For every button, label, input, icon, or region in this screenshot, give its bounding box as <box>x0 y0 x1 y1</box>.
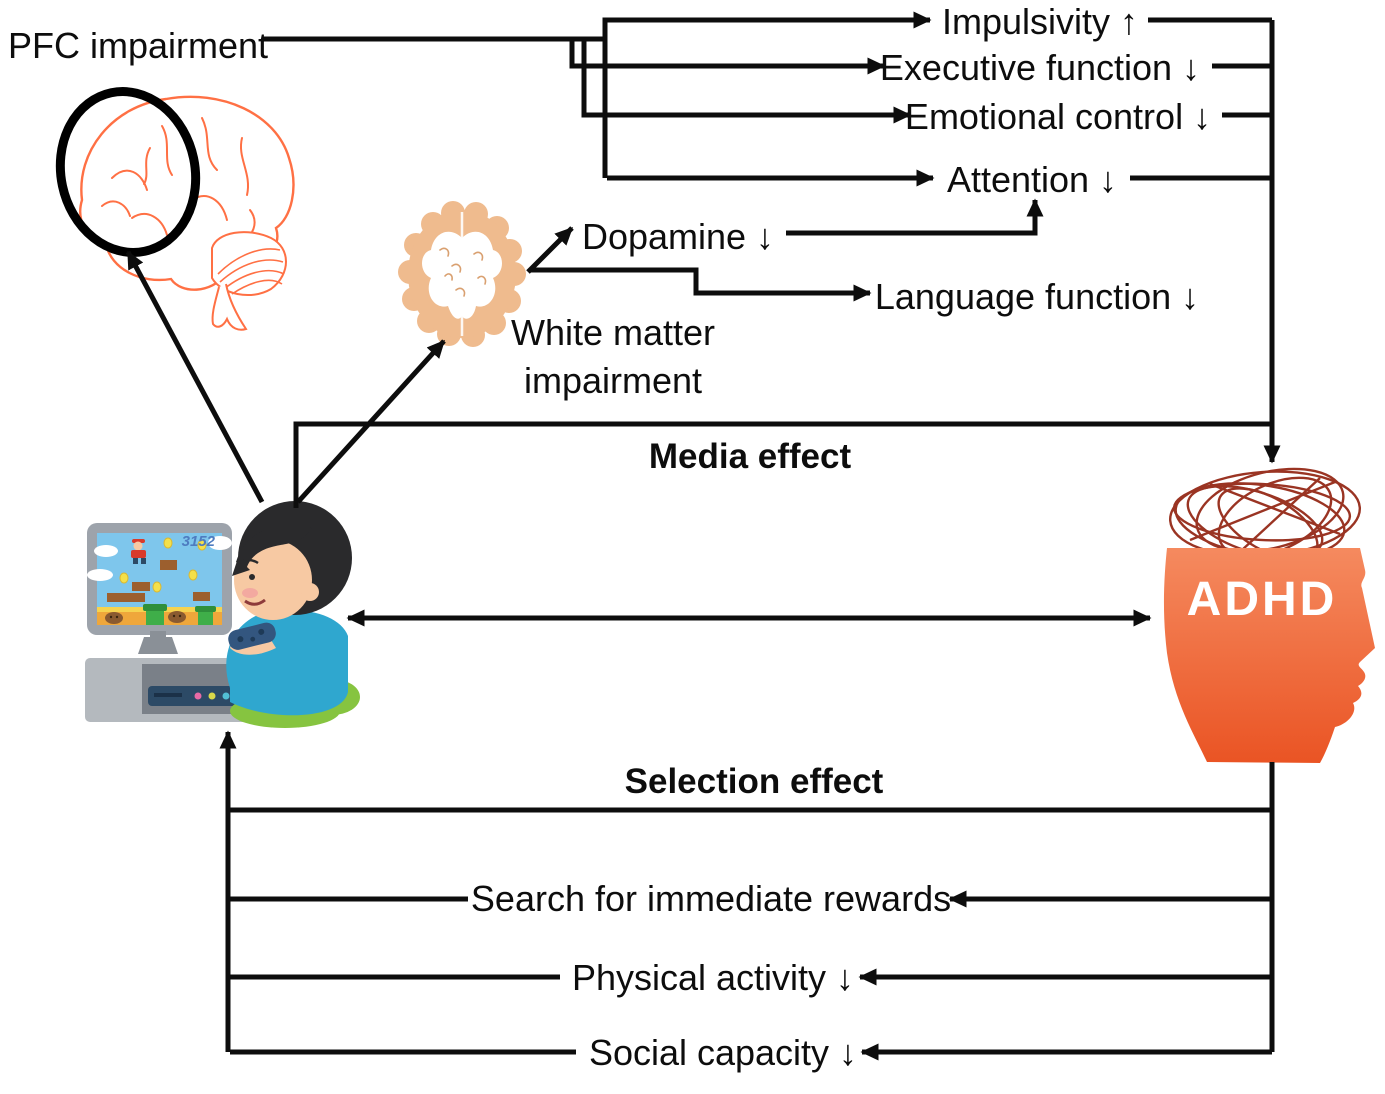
arrow-pfc-to-emotional <box>581 39 912 124</box>
label-search-rewards: Search for immediate rewards <box>470 878 952 919</box>
line-media-effect <box>293 421 1272 508</box>
adhd-head-silhouette <box>1163 548 1375 763</box>
label-white-matter-line1: White matter <box>510 312 716 353</box>
label-pfc-impairment: PFC impairment <box>8 25 269 66</box>
boy-figure <box>226 501 360 728</box>
arrow-boy-to-pfc-brain <box>125 250 265 504</box>
side-brain-with-pfc-circled-icon <box>55 87 295 331</box>
label-white-matter: White matter impairment <box>483 309 743 405</box>
arrow-boy-to-white-matter <box>296 339 446 504</box>
label-attention: Attention ↓ <box>946 159 1118 200</box>
arrow-brain-to-dopamine <box>526 226 574 274</box>
label-white-matter-line2: impairment <box>523 360 703 401</box>
child-playing-video-game-icon: 3152 <box>85 501 360 728</box>
label-selection-effect: Selection effect <box>624 762 884 801</box>
label-language-function: Language function ↓ <box>874 276 1200 317</box>
adhd-label: ADHD <box>1187 573 1338 626</box>
pfc-highlight-circle <box>55 87 201 257</box>
label-social-capacity: Social capacity ↓ <box>588 1032 858 1073</box>
label-physical-activity: Physical activity ↓ <box>571 957 855 998</box>
game-controller <box>228 622 276 650</box>
arrow-pfc-to-impulsivity <box>602 11 932 178</box>
arrow-dopamine-to-attention <box>786 198 1044 236</box>
label-dopamine: Dopamine ↓ <box>581 216 775 257</box>
label-executive-function: Executive function ↓ <box>879 47 1201 88</box>
adhd-head-scribbles-icon: ADHD <box>1163 467 1375 763</box>
arrow-pfc-to-executive <box>569 39 886 75</box>
game-score: 3152 <box>182 533 216 550</box>
label-emotional-control: Emotional control ↓ <box>904 96 1212 137</box>
label-impulsivity: Impulsivity ↑ <box>941 1 1139 42</box>
label-media-effect: Media effect <box>648 437 852 476</box>
arrow-brain-to-language <box>530 267 872 302</box>
game-character <box>131 539 146 564</box>
axial-white-matter-brain-icon <box>398 201 526 347</box>
